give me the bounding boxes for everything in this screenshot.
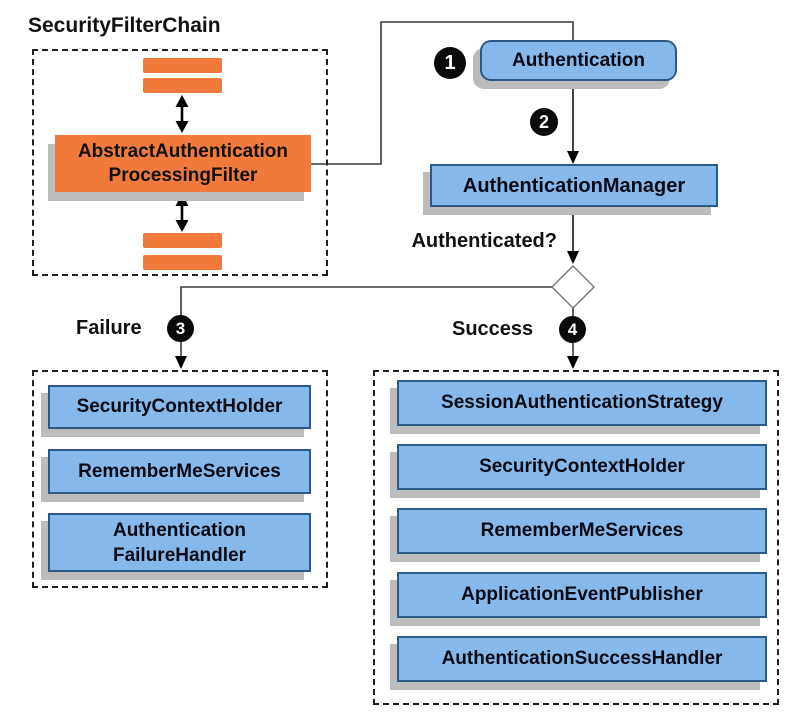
step-1-badge: 1 — [434, 47, 466, 79]
security-context-holder-box: SecurityContextHolder — [48, 385, 311, 429]
application-event-publisher-box: ApplicationEventPublisher — [397, 572, 767, 618]
decision-diamond — [550, 264, 596, 310]
step-4-badge: 4 — [559, 316, 586, 343]
success-branch-container — [373, 370, 779, 705]
abstract-authentication-processing-filter-box: AbstractAuthentication ProcessingFilter — [55, 135, 311, 192]
authentication-to-manager-arrow — [567, 82, 579, 164]
security-context-holder-box: SecurityContextHolder — [397, 444, 767, 490]
session-authentication-strategy-box: SessionAuthenticationStrategy — [397, 380, 767, 426]
authentication-box: Authentication — [480, 40, 677, 81]
bidirectional-arrow-icon — [175, 95, 189, 133]
security-filter-chain-title: SecurityFilterChain — [28, 14, 221, 37]
step-2-badge: 2 — [530, 108, 558, 136]
failure-label: Failure — [76, 317, 142, 339]
authentication-success-handler-box: AuthenticationSuccessHandler — [397, 636, 767, 682]
filter-bar — [143, 255, 222, 270]
filter-bar — [143, 58, 222, 73]
authentication-manager-box: AuthenticationManager — [430, 164, 718, 207]
authentication-failure-handler-box: Authentication FailureHandler — [48, 513, 311, 572]
bidirectional-arrow-icon — [175, 194, 189, 232]
filter-bar — [143, 78, 222, 93]
step-3-badge: 3 — [167, 315, 194, 342]
success-label: Success — [452, 318, 534, 340]
authenticated-question-label: Authenticated? — [411, 230, 557, 252]
security-filter-chain-container — [32, 49, 328, 276]
remember-me-services-box: RememberMeServices — [48, 449, 311, 494]
filter-bar — [143, 233, 222, 248]
filter-to-authentication-connector — [311, 21, 574, 165]
failure-branch-container — [32, 370, 328, 588]
manager-to-decision-arrow — [567, 208, 579, 264]
remember-me-services-box: RememberMeServices — [397, 508, 767, 554]
